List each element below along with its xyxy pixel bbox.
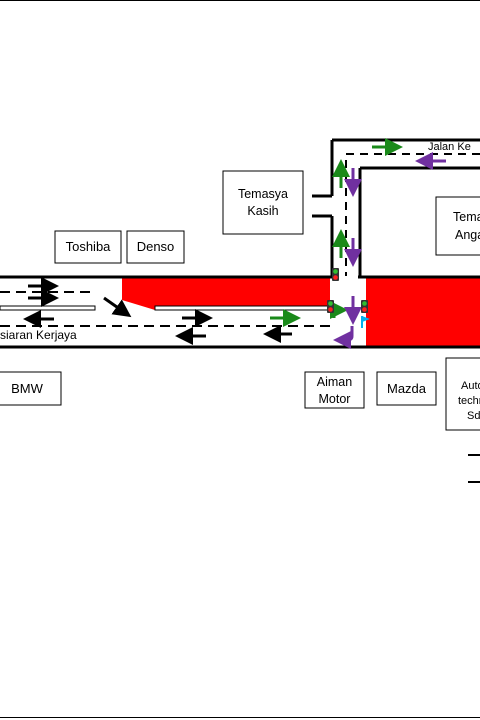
building-label: BMW — [11, 381, 44, 396]
arrow-merge — [103, 296, 132, 318]
building-label: Toshiba — [66, 239, 112, 254]
building-label-line1: Temasya — [238, 187, 288, 201]
traffic-light-icon — [327, 300, 334, 313]
building-label-line1: Aiman — [317, 375, 352, 389]
building-label-line2: Kasih — [247, 204, 278, 218]
upper-road-label: Jalan Ke — [428, 141, 471, 153]
traffic-light-icon — [332, 268, 339, 281]
building-label-line2: Anga — [455, 228, 480, 242]
traffic-light-icon — [361, 300, 368, 313]
main-road-label: siaran Kerjaya — [0, 328, 77, 342]
building-label-line2: techn — [458, 395, 480, 407]
congestion-zone-taper — [122, 278, 240, 306]
building-label: Mazda — [387, 381, 427, 396]
median-west — [0, 305, 96, 311]
median-center — [154, 305, 334, 311]
building-label: Denso — [137, 239, 175, 254]
building-toshiba: Toshiba — [54, 230, 122, 264]
building-mazda: Mazda — [376, 371, 437, 406]
building-aiman-motor: Aiman Motor — [304, 371, 365, 409]
building-temasya-right: Tema Anga — [435, 196, 480, 256]
building-denso: Denso — [126, 230, 185, 264]
building-label-line2: Motor — [319, 392, 351, 406]
building-temasya-kasih: Temasya Kasih — [222, 170, 304, 235]
green-turn-arrow — [329, 301, 348, 320]
building-bmw: BMW — [0, 371, 62, 406]
building-label-line1: Auto — [461, 380, 480, 392]
purple-turn-arrow — [333, 326, 354, 349]
congestion-zone-east — [366, 278, 480, 346]
building-auto-tech: Auto techn Sd — [445, 357, 480, 431]
flag-icon — [361, 316, 370, 328]
building-label-line1: Tema — [453, 210, 480, 224]
building-label-line3: Sd — [467, 410, 480, 422]
